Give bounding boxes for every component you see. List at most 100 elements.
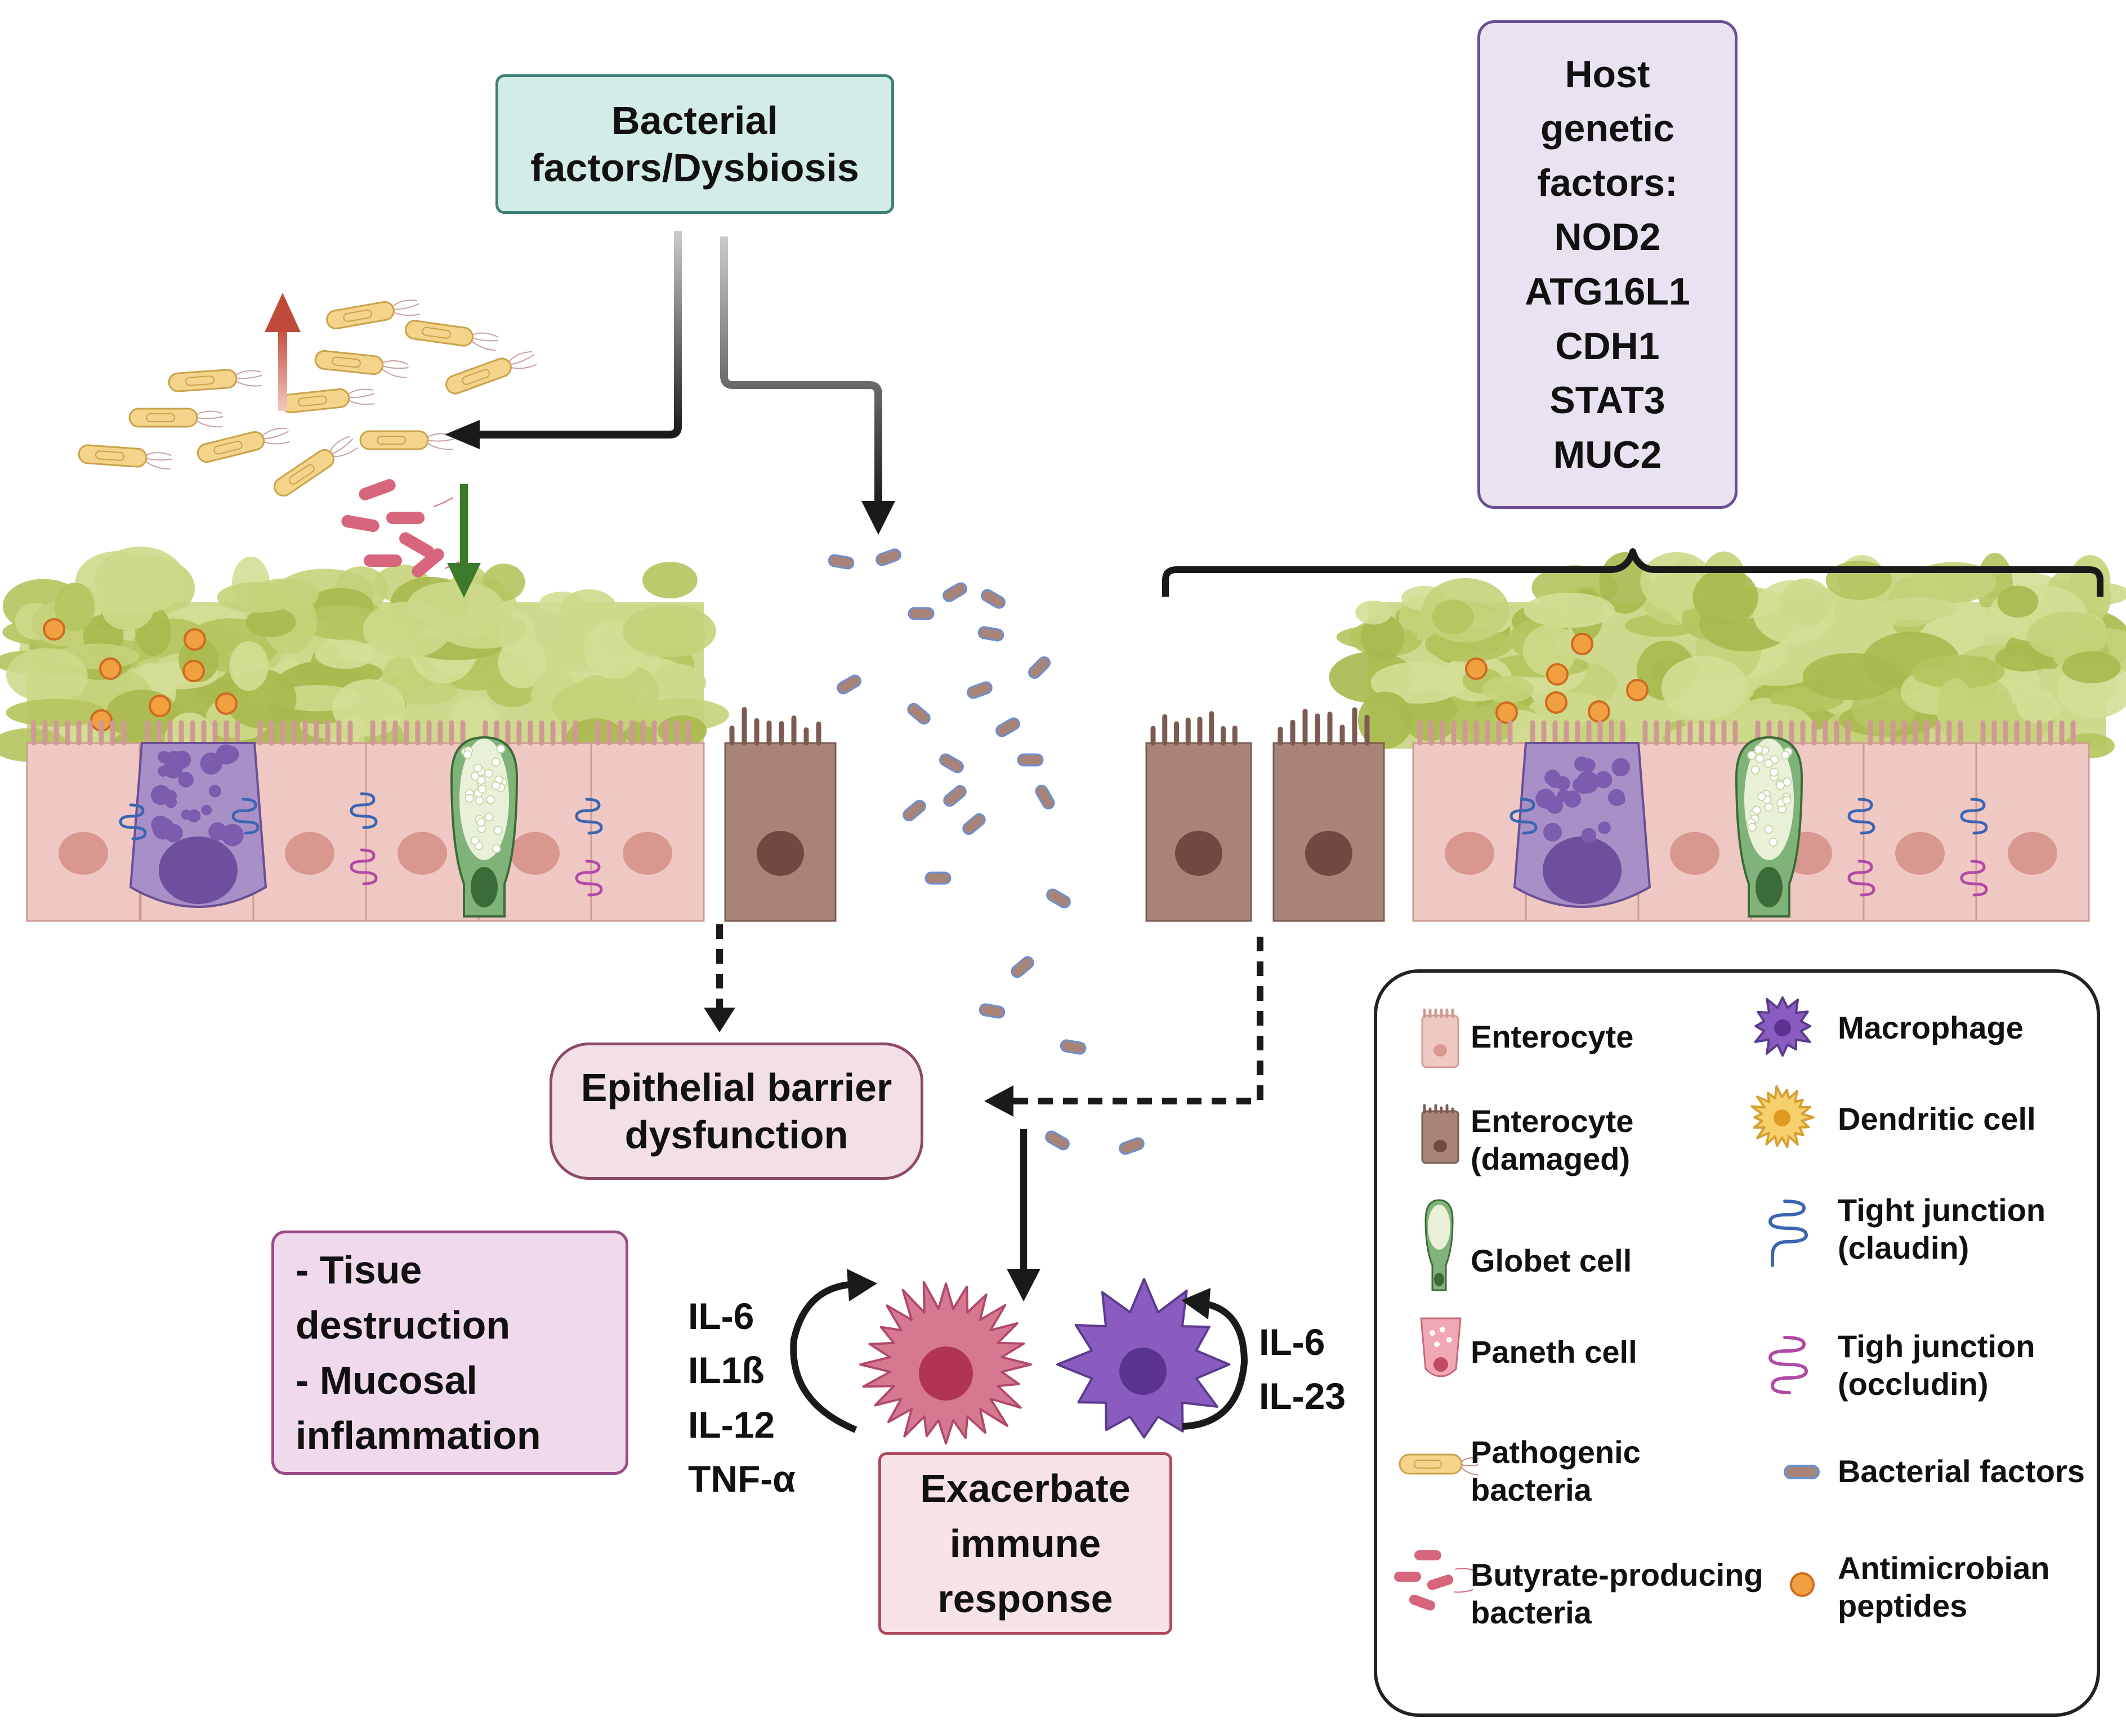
pathogenic-bacterium bbox=[280, 388, 375, 414]
pathogenic-bacterium bbox=[196, 427, 291, 463]
mucin-granule bbox=[493, 826, 503, 835]
cytokine-label: IL-23 bbox=[1259, 1375, 1346, 1417]
nucleus bbox=[757, 830, 804, 876]
pathogenic-bacteria-cluster bbox=[78, 299, 537, 497]
tight-junction-claudin bbox=[119, 803, 147, 840]
mucus-blob bbox=[1524, 592, 1615, 628]
mucus-blob bbox=[2027, 611, 2109, 660]
dysbiosis-arrow-shaft bbox=[278, 326, 287, 411]
legend-label-antimicrobial-peptides: Antimicrobian peptides bbox=[1838, 1550, 2050, 1624]
box-line: immune bbox=[949, 1522, 1101, 1565]
nucleus bbox=[510, 831, 560, 875]
tight-junction-occludin bbox=[350, 848, 378, 885]
mucin-granule bbox=[484, 768, 493, 778]
butyrate-arrowhead bbox=[447, 563, 481, 598]
host-factor-brace bbox=[1162, 548, 2103, 597]
bacterial-factor bbox=[837, 674, 861, 695]
nucleus bbox=[285, 831, 334, 875]
pathogenic-bacterium bbox=[404, 320, 499, 351]
cytokine-label: IL1ß bbox=[688, 1349, 765, 1392]
epithelium-right bbox=[1412, 720, 2090, 922]
paneth-granule bbox=[1575, 777, 1592, 794]
mucin-granule bbox=[1755, 754, 1765, 763]
paneth-granule bbox=[164, 790, 177, 803]
flagella bbox=[145, 452, 173, 470]
dendritic-cell-nucleus bbox=[919, 1346, 973, 1401]
mucin-granule bbox=[1747, 750, 1757, 760]
bacterial-factor bbox=[1046, 888, 1071, 909]
bacterial-factor bbox=[907, 703, 931, 725]
antimicrobial-peptide bbox=[215, 692, 238, 715]
bacterium-body bbox=[128, 408, 198, 428]
bacterial-factor bbox=[828, 554, 855, 570]
paneth-granule bbox=[208, 822, 227, 841]
legend-label-butyrate-bacteria: Butyrate-producing bacteria bbox=[1471, 1557, 1763, 1631]
antimicrobial-peptide bbox=[1588, 700, 1610, 723]
mucin-granule bbox=[463, 750, 472, 759]
legend-label-dendritic-cell: Dendritic cell bbox=[1838, 1101, 2036, 1137]
mucin-granule bbox=[1770, 767, 1779, 777]
antimicrobial-peptide bbox=[184, 628, 206, 651]
bacterium-body bbox=[326, 301, 395, 330]
mucin-granule bbox=[470, 771, 480, 781]
mucus-blob bbox=[217, 582, 297, 613]
dashed-arrowhead bbox=[704, 1008, 735, 1032]
bacterium-inner bbox=[95, 450, 124, 461]
mucin-granule bbox=[1764, 803, 1774, 812]
mucus-blob bbox=[642, 561, 698, 599]
flagella bbox=[235, 370, 262, 387]
antimicrobial-peptide bbox=[1546, 663, 1569, 686]
flagella bbox=[382, 360, 409, 378]
bacterial-factor bbox=[876, 548, 901, 566]
legend-label-claudin: Tight junction (claudin) bbox=[1838, 1192, 2046, 1266]
nucleus bbox=[1175, 830, 1222, 876]
box-line: destruction bbox=[296, 1303, 511, 1347]
bacterium-body bbox=[359, 430, 429, 450]
goblet-nucleus bbox=[471, 867, 498, 907]
nucleus bbox=[59, 831, 108, 875]
butyrate-bacterium bbox=[341, 515, 379, 532]
mucus-blob bbox=[2017, 690, 2061, 724]
mucus-blob bbox=[1937, 678, 1973, 730]
mucin-granule bbox=[473, 763, 483, 773]
cytokines-right: IL-6 IL-23 bbox=[1259, 1315, 1346, 1424]
bacterial-factor bbox=[981, 589, 1006, 609]
mucin-granule bbox=[1747, 822, 1757, 832]
antimicrobial-peptide bbox=[182, 660, 205, 682]
flagella bbox=[471, 332, 499, 351]
paneth-granule bbox=[1611, 758, 1630, 777]
mucus-blob bbox=[649, 664, 706, 702]
mucus-blob bbox=[1357, 691, 1413, 749]
pathogenic-bacterium bbox=[314, 350, 409, 378]
bacterium-body bbox=[78, 444, 148, 468]
box-line: factors: bbox=[1537, 161, 1678, 204]
legend-label-pathogenic-bacteria: Pathogenic bacteria bbox=[1471, 1434, 1641, 1508]
mucin-granule bbox=[491, 757, 501, 767]
paneth-granule bbox=[1543, 822, 1562, 842]
bacterial-factor bbox=[1011, 956, 1034, 978]
nucleus bbox=[397, 831, 447, 875]
mucus-blob bbox=[1661, 656, 1748, 720]
dashed-arrow-from-right bbox=[1008, 937, 1263, 1104]
bacterium-inner bbox=[422, 326, 451, 339]
mucin-granule bbox=[1764, 825, 1774, 834]
mucin-granule bbox=[1750, 765, 1760, 775]
box-line: genetic bbox=[1540, 107, 1675, 150]
pathogenic-bacteria-icon bbox=[1399, 1453, 1479, 1475]
dysbiosis-arrowhead bbox=[265, 293, 301, 332]
paneth-granule bbox=[178, 772, 194, 788]
flagella bbox=[196, 410, 224, 428]
arrowhead bbox=[847, 1269, 877, 1301]
epithelium-left bbox=[26, 720, 705, 922]
bacterium-body bbox=[196, 431, 265, 463]
mucin-granule bbox=[486, 795, 495, 804]
flagella bbox=[508, 351, 537, 369]
bacterial-factors-scatter bbox=[828, 548, 1145, 1155]
box-line: - Mucosal bbox=[296, 1358, 477, 1402]
mucin-granule bbox=[475, 795, 484, 805]
epithelial-barrier-dysfunction-box: Epithelial barrier dysfunction bbox=[550, 1043, 923, 1180]
legend-label-paneth-cell: Paneth cell bbox=[1471, 1334, 1637, 1370]
macrophage-icon-nucleus bbox=[1774, 1019, 1791, 1036]
